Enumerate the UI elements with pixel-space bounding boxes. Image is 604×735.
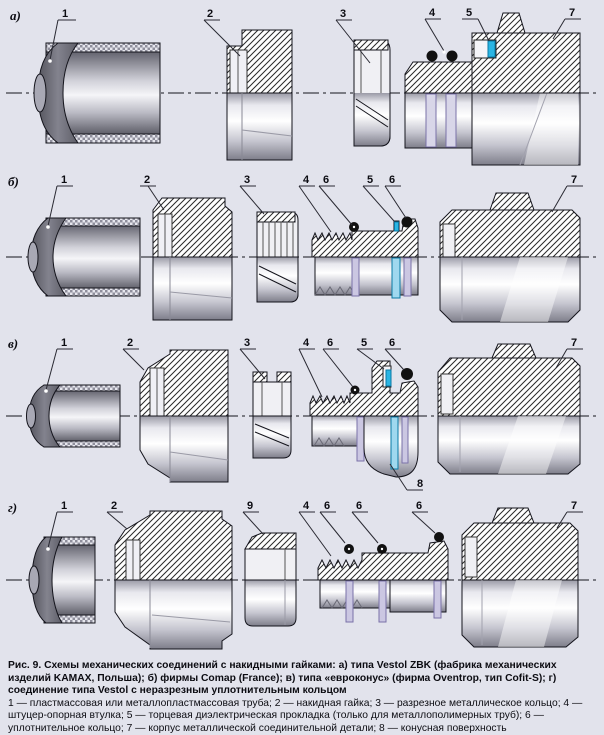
callout-5: 5 bbox=[367, 174, 373, 186]
o-ring bbox=[446, 50, 458, 62]
callout-4: 4 bbox=[303, 337, 310, 349]
groove-ring bbox=[433, 580, 442, 619]
callout-7: 7 bbox=[571, 500, 577, 512]
o-ring bbox=[401, 368, 413, 380]
callout-2: 2 bbox=[207, 8, 213, 20]
union-nut-a bbox=[226, 29, 293, 161]
groove-ring bbox=[425, 93, 437, 148]
o-ring bbox=[401, 216, 413, 228]
row-letter-a: а) bbox=[10, 8, 21, 23]
row-letter-g: г) bbox=[8, 500, 17, 515]
callout-4: 4 bbox=[303, 500, 310, 512]
callout-1: 1 bbox=[61, 174, 67, 186]
ribbed-ring-b bbox=[256, 211, 299, 303]
body-v bbox=[437, 343, 581, 475]
body-b bbox=[439, 192, 581, 323]
callout-1: 1 bbox=[62, 8, 68, 20]
callout-4: 4 bbox=[303, 174, 310, 186]
callout-7: 7 bbox=[569, 7, 575, 19]
groove-ring bbox=[401, 416, 409, 464]
split-ring-a bbox=[353, 39, 391, 147]
dielectric-gasket bbox=[487, 40, 496, 58]
callout-6c: 6 bbox=[416, 500, 422, 512]
callout-8: 8 bbox=[417, 478, 423, 490]
o-ring bbox=[434, 532, 444, 542]
pipe-a bbox=[33, 42, 161, 144]
gasket-ring bbox=[390, 416, 399, 470]
groove-ring bbox=[345, 580, 354, 623]
callout-6b: 6 bbox=[356, 500, 362, 512]
dielectric-gasket bbox=[385, 369, 392, 387]
figure-caption: Рис. 9. Схемы механических соединений с … bbox=[0, 658, 604, 735]
row-letter-b: б) bbox=[8, 174, 19, 189]
pipe-v bbox=[26, 384, 121, 448]
groove-ring bbox=[378, 580, 387, 623]
callout-2: 2 bbox=[144, 174, 150, 186]
mechanical-joints-diagram: а) 1 bbox=[6, 7, 598, 650]
dielectric-gasket bbox=[394, 221, 399, 232]
callout-6a: 6 bbox=[327, 337, 333, 349]
fitting-g bbox=[317, 532, 449, 623]
callout-1: 1 bbox=[61, 500, 67, 512]
callout-7: 7 bbox=[571, 174, 577, 186]
callout-1: 1 bbox=[61, 337, 67, 349]
callout-5: 5 bbox=[361, 337, 367, 349]
callout-2: 2 bbox=[127, 337, 133, 349]
caption-legend: 1 — пластмассовая или металлопластмассов… bbox=[8, 697, 583, 734]
callouts-b: 1 2 3 4 6 5 6 7 bbox=[46, 174, 583, 233]
ring-v bbox=[252, 371, 292, 459]
body-lug bbox=[489, 192, 535, 211]
fitting-v bbox=[309, 360, 419, 478]
callout-6a: 6 bbox=[324, 500, 330, 512]
callout-5: 5 bbox=[466, 7, 472, 19]
callout-9: 9 bbox=[247, 500, 253, 512]
body-lug bbox=[496, 12, 526, 34]
callouts-g: 1 2 9 4 6 6 6 7 bbox=[46, 500, 583, 557]
callout-6a: 6 bbox=[323, 174, 329, 186]
o-ring bbox=[426, 50, 438, 62]
callouts-a: 1 2 3 4 5 7 bbox=[48, 7, 581, 64]
union-nut-g bbox=[114, 510, 233, 650]
union-nut-v bbox=[139, 349, 229, 483]
callout-6b: 6 bbox=[389, 337, 395, 349]
solid-ring-g bbox=[244, 532, 297, 627]
callout-3: 3 bbox=[244, 174, 250, 186]
fitting-body-a bbox=[404, 12, 581, 166]
row-letter-v: в) bbox=[8, 336, 18, 351]
gasket-ring bbox=[391, 257, 401, 299]
callouts-v: 1 2 3 4 6 5 6 8 7 bbox=[44, 337, 583, 491]
union-nut-b bbox=[152, 197, 233, 321]
body-lug bbox=[491, 507, 535, 524]
groove-ring bbox=[445, 93, 457, 148]
fitting-b bbox=[311, 216, 419, 299]
callout-6b: 6 bbox=[389, 174, 395, 186]
groove-ring bbox=[403, 257, 412, 297]
groove-ring bbox=[356, 416, 365, 462]
body-g bbox=[461, 507, 579, 648]
pipe-b bbox=[27, 217, 141, 297]
groove-ring bbox=[351, 257, 360, 297]
callout-3: 3 bbox=[340, 8, 346, 20]
callout-4: 4 bbox=[429, 7, 436, 19]
pipe-g bbox=[28, 536, 96, 624]
callout-2: 2 bbox=[111, 500, 117, 512]
callout-3: 3 bbox=[244, 337, 250, 349]
caption-title: Рис. 9. Схемы механических соединений с … bbox=[8, 660, 557, 697]
body-lug bbox=[491, 343, 537, 359]
callout-7: 7 bbox=[571, 337, 577, 349]
